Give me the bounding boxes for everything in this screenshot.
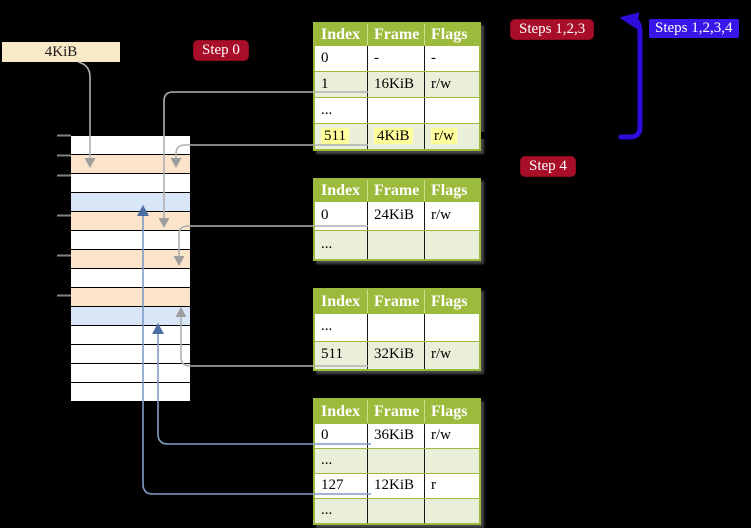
table-cell: 511 [315, 124, 367, 149]
table-cell: 0 [321, 427, 329, 443]
memory-cell [71, 155, 190, 174]
memory-cell [71, 326, 190, 345]
table-row: 127 12KiB r [315, 473, 479, 498]
table-row: 0 24KiB r/w [315, 201, 479, 230]
table-cell [367, 98, 424, 123]
table-cell: 4KiB [367, 124, 424, 149]
steps1234-badge: Steps 1,2,3,4 [649, 19, 739, 38]
table-cell: r/w [424, 342, 479, 369]
column-header-index: Index [321, 26, 361, 43]
step0-badge: Step 0 [193, 40, 249, 61]
highlighted-value: r/w [431, 128, 457, 144]
memory-tick-marks [57, 134, 71, 297]
memory-cell [71, 307, 190, 326]
column-header-flags: Flags [424, 24, 479, 45]
memory-cell [71, 383, 190, 402]
table-cell [424, 231, 479, 259]
column-header-flags: Flags [424, 400, 479, 423]
table-row: 511 32KiB r/w [315, 341, 479, 369]
table-cell: 24KiB [367, 202, 424, 230]
table-cell: 36KiB [367, 424, 424, 448]
memory-cell [71, 250, 190, 269]
page-table-4: Index Frame Flags 0 36KiB r/w ... 127 12… [313, 398, 481, 525]
column-header-frame: Frame [367, 400, 424, 423]
table-cell: ... [321, 452, 333, 468]
memory-cell [71, 288, 190, 307]
memory-cell [71, 345, 190, 364]
table-cell: 0 [321, 50, 329, 66]
highlighted-value: 4KiB [374, 128, 413, 144]
table-cell [424, 98, 479, 123]
column-header-index: Index [321, 403, 361, 420]
table-row-highlighted: 511 4KiB r/w [315, 123, 479, 149]
page-table-3: Index Frame Flags ... 511 32KiB r/w [313, 288, 481, 371]
table-cell [367, 449, 424, 473]
table-cell: 511 [321, 346, 343, 362]
memory-cell [71, 212, 190, 231]
table-cell: 12KiB [367, 474, 424, 498]
table-row: ... [315, 448, 479, 473]
table-cell: 16KiB [367, 72, 424, 97]
table-cell: ... [321, 102, 333, 118]
table-cell: ... [321, 236, 333, 252]
table-cell [424, 499, 479, 523]
column-header-frame: Frame [367, 24, 424, 45]
table-row: ... [315, 498, 479, 523]
table-cell: r [424, 474, 479, 498]
page-table-1: Index Frame Flags 0 - - 1 16KiB r/w ... … [313, 22, 481, 151]
table-row: 1 16KiB r/w [315, 71, 479, 97]
memory-cell [71, 364, 190, 383]
table-row: ... [315, 230, 479, 259]
table-row: ... [315, 97, 479, 123]
table-cell: ... [321, 318, 333, 334]
step4-badge: Step 4 [520, 156, 576, 177]
table-cell: ... [321, 502, 333, 518]
table-cell: 0 [321, 207, 329, 223]
table-cell: r/w [424, 72, 479, 97]
column-header-flags: Flags [424, 180, 479, 201]
column-header-frame: Frame [367, 180, 424, 201]
table-cell [424, 314, 479, 341]
table-cell: - [424, 46, 479, 71]
table-cell: 127 [321, 477, 344, 493]
frame-size-label: 4KiB [2, 42, 120, 62]
column-header-index: Index [321, 293, 361, 310]
table-cell [367, 314, 424, 341]
highlighted-value: 511 [321, 128, 349, 144]
steps123-badge: Steps 1,2,3 [510, 19, 595, 40]
column-header-flags: Flags [424, 290, 479, 313]
table-cell: 1 [321, 76, 329, 92]
column-header-index: Index [321, 182, 361, 199]
table-row: 0 36KiB r/w [315, 423, 479, 448]
table-cell: r/w [424, 424, 479, 448]
memory-cell [71, 269, 190, 288]
table-cell: - [367, 46, 424, 71]
table-row: ... [315, 313, 479, 341]
connector-nub [481, 132, 486, 139]
column-header-frame: Frame [367, 290, 424, 313]
table-cell: r/w [424, 202, 479, 230]
table-cell: r/w [424, 124, 479, 149]
memory-cell [71, 136, 190, 155]
table-cell: 32KiB [367, 342, 424, 369]
memory-cell [71, 193, 190, 212]
memory-cell [71, 174, 190, 193]
table-cell [367, 231, 424, 259]
table-cell [424, 449, 479, 473]
memory-column [71, 135, 190, 402]
memory-cell [71, 231, 190, 250]
page-table-2: Index Frame Flags 0 24KiB r/w ... [313, 178, 481, 261]
table-cell [367, 499, 424, 523]
table-row: 0 - - [315, 45, 479, 71]
steps-loop-arrow [618, 12, 643, 140]
